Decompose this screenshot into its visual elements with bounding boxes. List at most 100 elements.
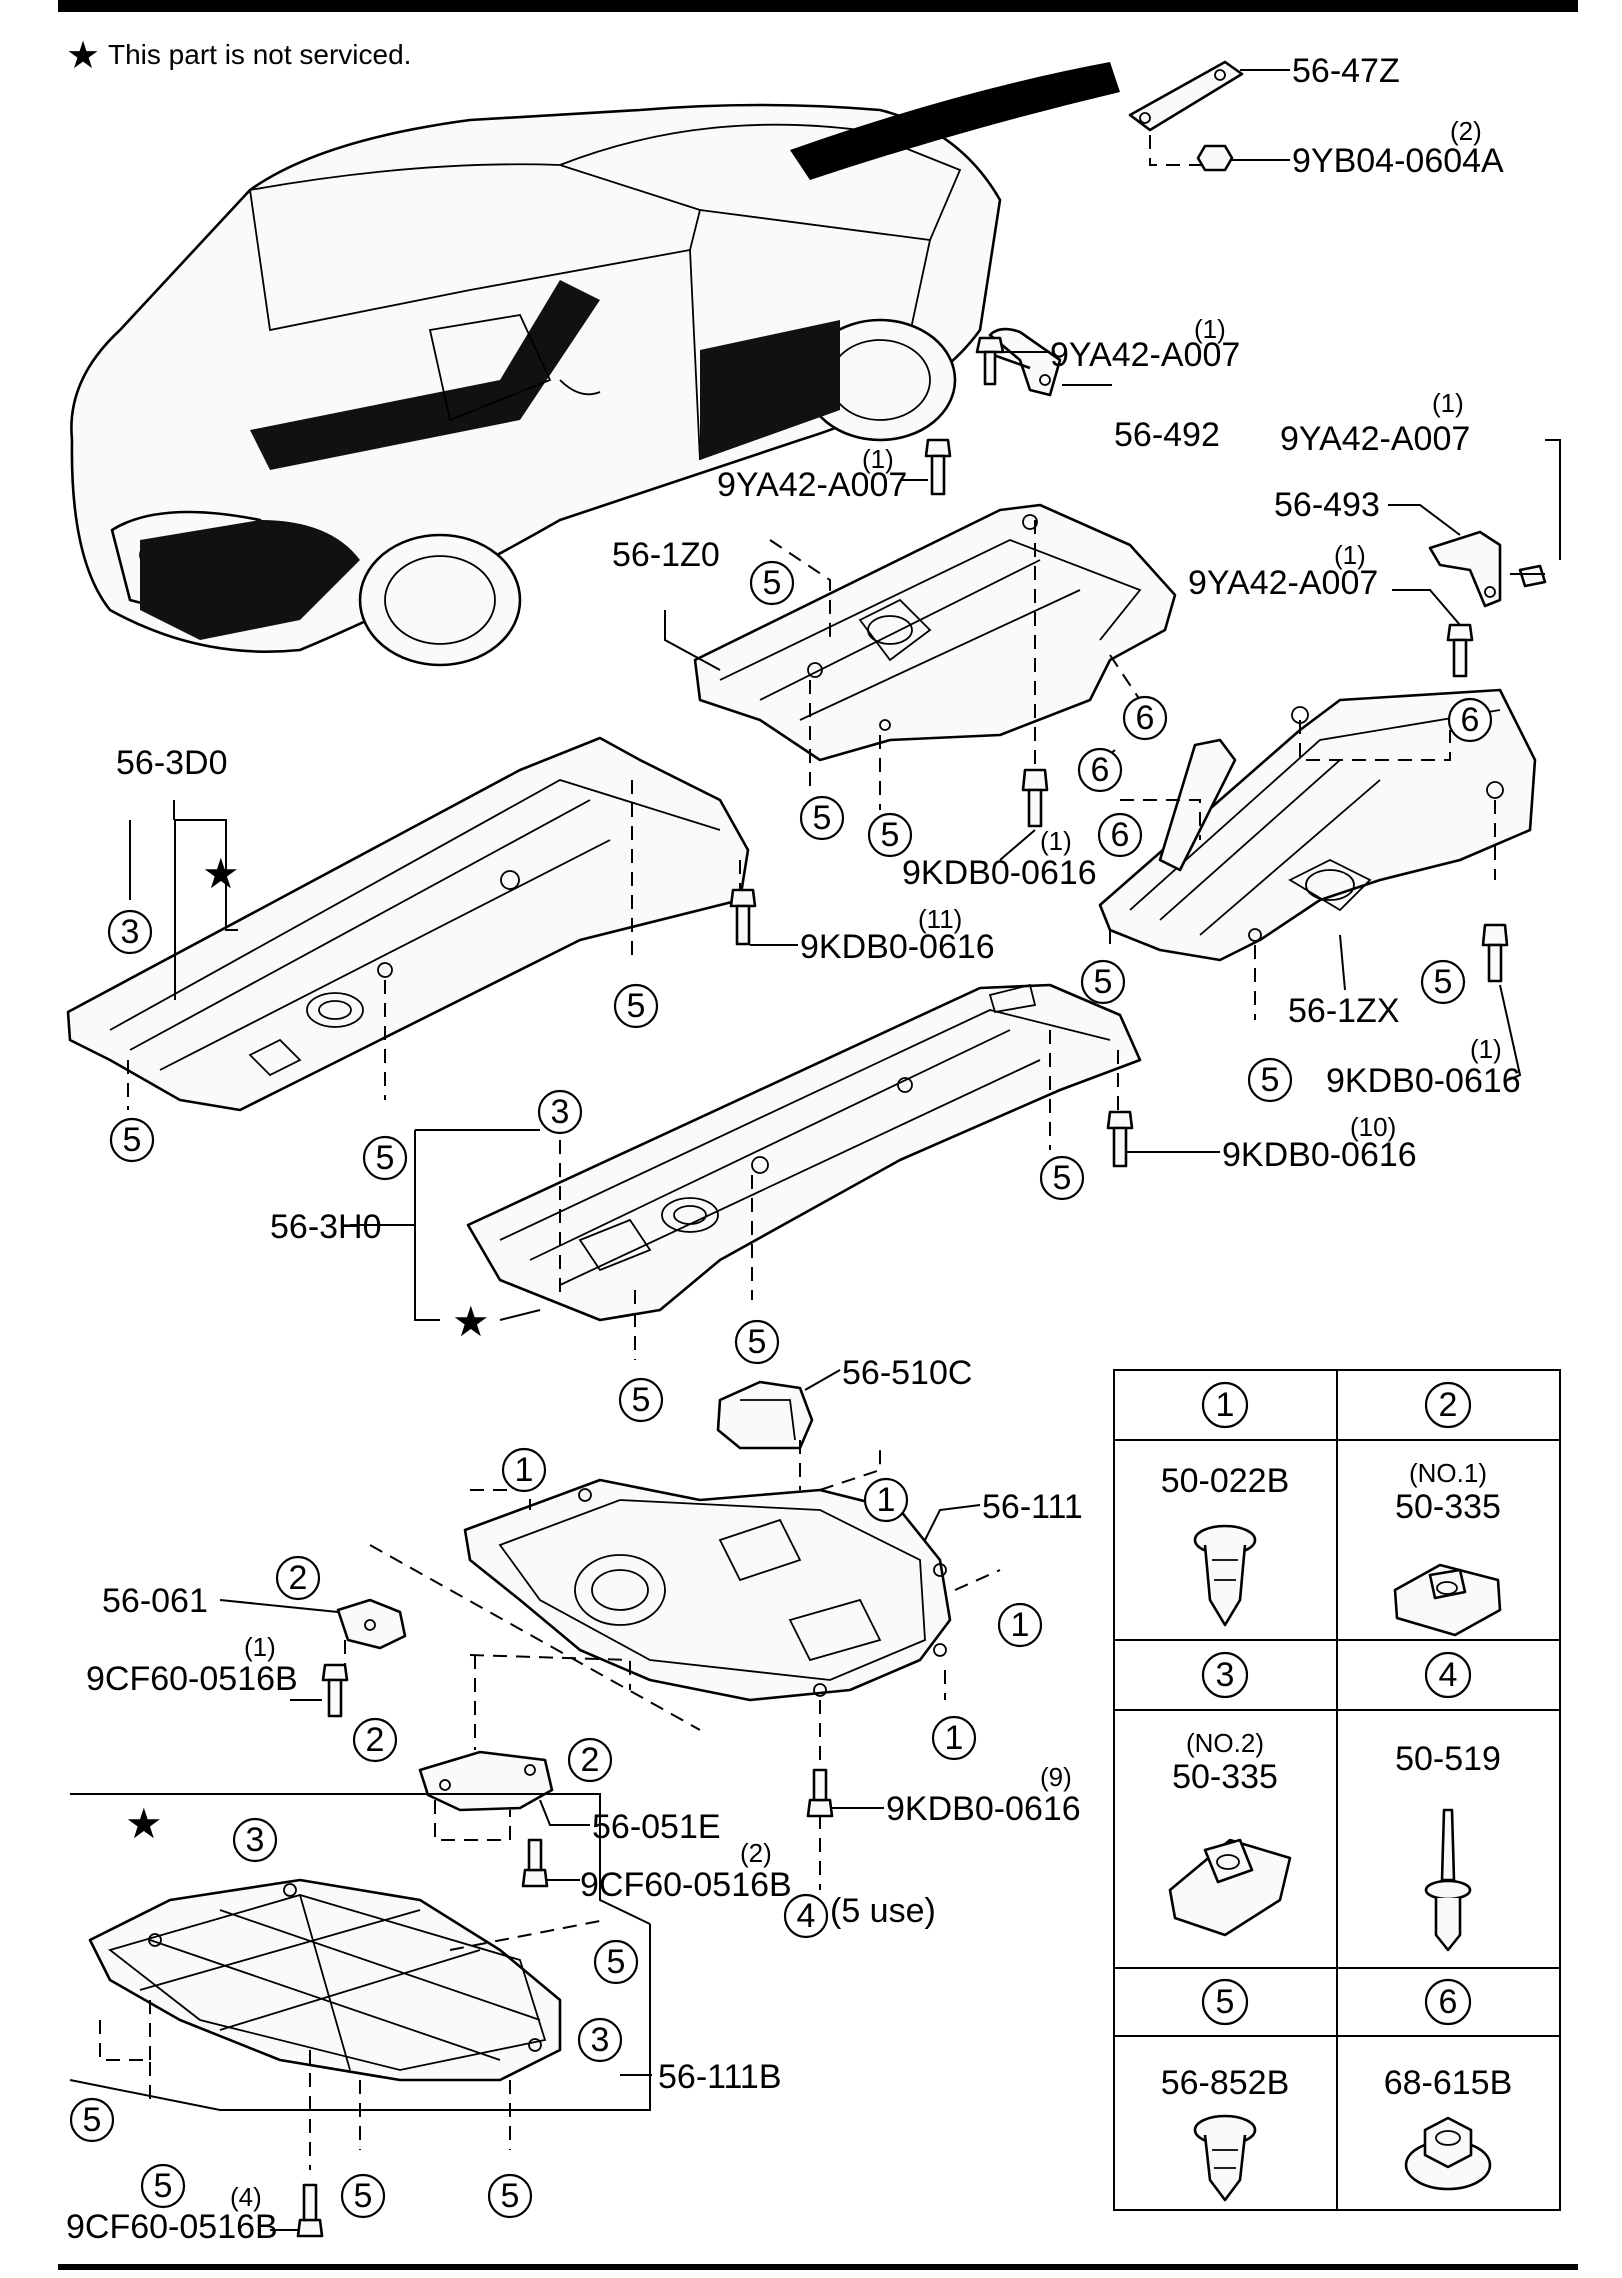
u-clip-icon bbox=[1168, 1838, 1292, 1937]
ref-circle-2: 2 bbox=[352, 1717, 398, 1763]
callout-56-111B: 56-111B bbox=[658, 2058, 782, 2096]
insulator-floor-icon bbox=[700, 320, 840, 460]
ref-circle-5: 5 bbox=[340, 2173, 386, 2219]
callout-qty-9YA42-A007-b: (1) bbox=[862, 444, 894, 474]
ref-circle-3: 3 bbox=[232, 1817, 278, 1863]
svg-text:56-852B: 56-852B bbox=[1161, 2064, 1290, 2102]
svg-text:(NO.1): (NO.1) bbox=[1409, 1458, 1487, 1488]
bottom-border bbox=[58, 2264, 1578, 2270]
svg-text:5: 5 bbox=[627, 987, 646, 1025]
svg-text:5: 5 bbox=[1261, 1061, 1280, 1099]
callout-9KDB0-0616-d: 9KDB0-0616 bbox=[1222, 1136, 1417, 1174]
part-56-061 bbox=[219, 1598, 407, 1718]
ref-circle-5: 5 bbox=[734, 1319, 780, 1365]
ref-circle-5: 5 bbox=[140, 2163, 186, 2209]
callout-9YA42-A007-a: 9YA42-A007 bbox=[1050, 336, 1240, 374]
svg-text:5: 5 bbox=[881, 816, 900, 854]
svg-text:4: 4 bbox=[1439, 1656, 1458, 1694]
callout-qty-9KDB0-0616-d: (10) bbox=[1350, 1112, 1396, 1142]
svg-text:(NO.2): (NO.2) bbox=[1186, 1728, 1264, 1758]
legend-cell-5: 5 56-852B bbox=[1161, 1978, 1290, 2202]
svg-text:5: 5 bbox=[763, 564, 782, 602]
callout-56-493: 56-493 bbox=[1274, 486, 1380, 524]
svg-text:5: 5 bbox=[501, 2177, 520, 2215]
legend-cell-6: 6 68-615B bbox=[1384, 1978, 1513, 2191]
ref-circle-5: 5 bbox=[362, 1135, 408, 1181]
svg-text:5: 5 bbox=[123, 1121, 142, 1159]
svg-text:3: 3 bbox=[591, 2021, 610, 2059]
svg-text:1: 1 bbox=[1011, 1606, 1030, 1644]
svg-text:3: 3 bbox=[246, 1821, 265, 1859]
callout-9YB04-0604A: 9YB04-0604A bbox=[1292, 142, 1504, 180]
svg-text:6: 6 bbox=[1439, 1983, 1458, 2021]
svg-text:6: 6 bbox=[1111, 816, 1130, 854]
push-clip-icon bbox=[1193, 1524, 1257, 1627]
svg-text:5: 5 bbox=[632, 1381, 651, 1419]
svg-text:1: 1 bbox=[515, 1451, 534, 1489]
svg-text:50-335: 50-335 bbox=[1172, 1758, 1278, 1796]
svg-text:5: 5 bbox=[813, 799, 832, 837]
part-56-111B bbox=[69, 1793, 652, 2238]
star-icon: ★ bbox=[66, 35, 100, 77]
svg-text:5: 5 bbox=[748, 1323, 767, 1361]
callout-qty-9KDB0-0616-e: (9) bbox=[1040, 1762, 1072, 1792]
ref-circle-2: 2 bbox=[275, 1555, 321, 1601]
callout-qty-9YA42-A007-d: (1) bbox=[1334, 540, 1366, 570]
svg-text:5: 5 bbox=[1094, 963, 1113, 1001]
ref-circle-5: 5 bbox=[799, 795, 845, 841]
part-56-1ZX bbox=[1098, 688, 1537, 1081]
callout-qty-9YB04-0604A: (2) bbox=[1450, 116, 1482, 146]
part-56-1Z0 bbox=[664, 503, 1177, 861]
ref-circle-5: 5 bbox=[109, 1117, 155, 1163]
callout-qty-9KDB0-0616-c: (11) bbox=[918, 904, 962, 934]
svg-text:6: 6 bbox=[1091, 751, 1110, 789]
ref-circle-1: 1 bbox=[931, 1715, 977, 1761]
star-icon-3H0: ★ bbox=[452, 1298, 490, 1345]
callout-qty-9CF60-0516B-c: (4) bbox=[230, 2182, 262, 2212]
nut-clip-icon bbox=[1393, 1563, 1502, 1637]
star-icon-3D0: ★ bbox=[202, 850, 240, 897]
svg-text:5: 5 bbox=[1434, 963, 1453, 1001]
part-56-47Z bbox=[1128, 60, 1290, 172]
callout-qty-9CF60-0516B-a: (1) bbox=[244, 1632, 276, 1662]
part-56-492 bbox=[900, 327, 1112, 496]
top-border bbox=[58, 0, 1578, 12]
callout-9KDB0-0616-a: 9KDB0-0616 bbox=[902, 854, 1097, 892]
svg-text:2: 2 bbox=[289, 1559, 308, 1597]
legend-cell-2: 2 (NO.1) 50-335 bbox=[1393, 1381, 1502, 1637]
callout-qty-9KDB0-0616-a: (1) bbox=[1040, 826, 1072, 856]
ref-circle-5: 5 bbox=[1080, 959, 1126, 1005]
svg-text:2: 2 bbox=[581, 1741, 600, 1779]
svg-text:50-519: 50-519 bbox=[1395, 1740, 1501, 1778]
legend-cell-3: 3 (NO.2) 50-335 bbox=[1168, 1651, 1292, 1937]
part-56-111 bbox=[369, 1450, 1001, 1890]
flange-nut-icon bbox=[1404, 2116, 1492, 2191]
svg-text:3: 3 bbox=[1216, 1656, 1235, 1694]
rivet-icon bbox=[1424, 1808, 1472, 1952]
svg-text:4: 4 bbox=[797, 1897, 816, 1935]
ref-circle-1: 1 bbox=[501, 1447, 547, 1493]
ref-circle-5: 5 bbox=[618, 1377, 664, 1423]
ref-circle-3: 3 bbox=[537, 1089, 583, 1135]
svg-text:68-615B: 68-615B bbox=[1384, 2064, 1513, 2102]
ref-circle-3: 3 bbox=[577, 2017, 623, 2063]
svg-text:5: 5 bbox=[1053, 1159, 1072, 1197]
ref-circle-5: 5 bbox=[613, 983, 659, 1029]
part-56-3H0 bbox=[350, 983, 1220, 1360]
part-56-051E bbox=[418, 1655, 590, 1888]
callout-9YA42-A007-d: 9YA42-A007 bbox=[1188, 564, 1378, 602]
callout-qty-9CF60-0516B-b: (2) bbox=[740, 1838, 772, 1868]
callout-9KDB0-0616-e: 9KDB0-0616 bbox=[886, 1790, 1081, 1828]
callout-9KDB0-0616-c: 9KDB0-0616 bbox=[800, 928, 995, 966]
svg-text:1: 1 bbox=[945, 1719, 964, 1757]
svg-text:5: 5 bbox=[607, 1943, 626, 1981]
note-text: This part is not serviced. bbox=[108, 39, 411, 70]
roof-strip-icon bbox=[790, 62, 1120, 180]
svg-text:5: 5 bbox=[376, 1139, 395, 1177]
svg-text:1: 1 bbox=[1216, 1386, 1235, 1424]
insulator-hood-icon bbox=[250, 280, 600, 470]
ref-circle-5: 5 bbox=[1247, 1057, 1293, 1103]
callout-56-1ZX: 56-1ZX bbox=[1288, 992, 1400, 1030]
ref-circle-5: 5 bbox=[1420, 959, 1466, 1005]
callout-56-111: 56-111 bbox=[982, 1488, 1083, 1526]
